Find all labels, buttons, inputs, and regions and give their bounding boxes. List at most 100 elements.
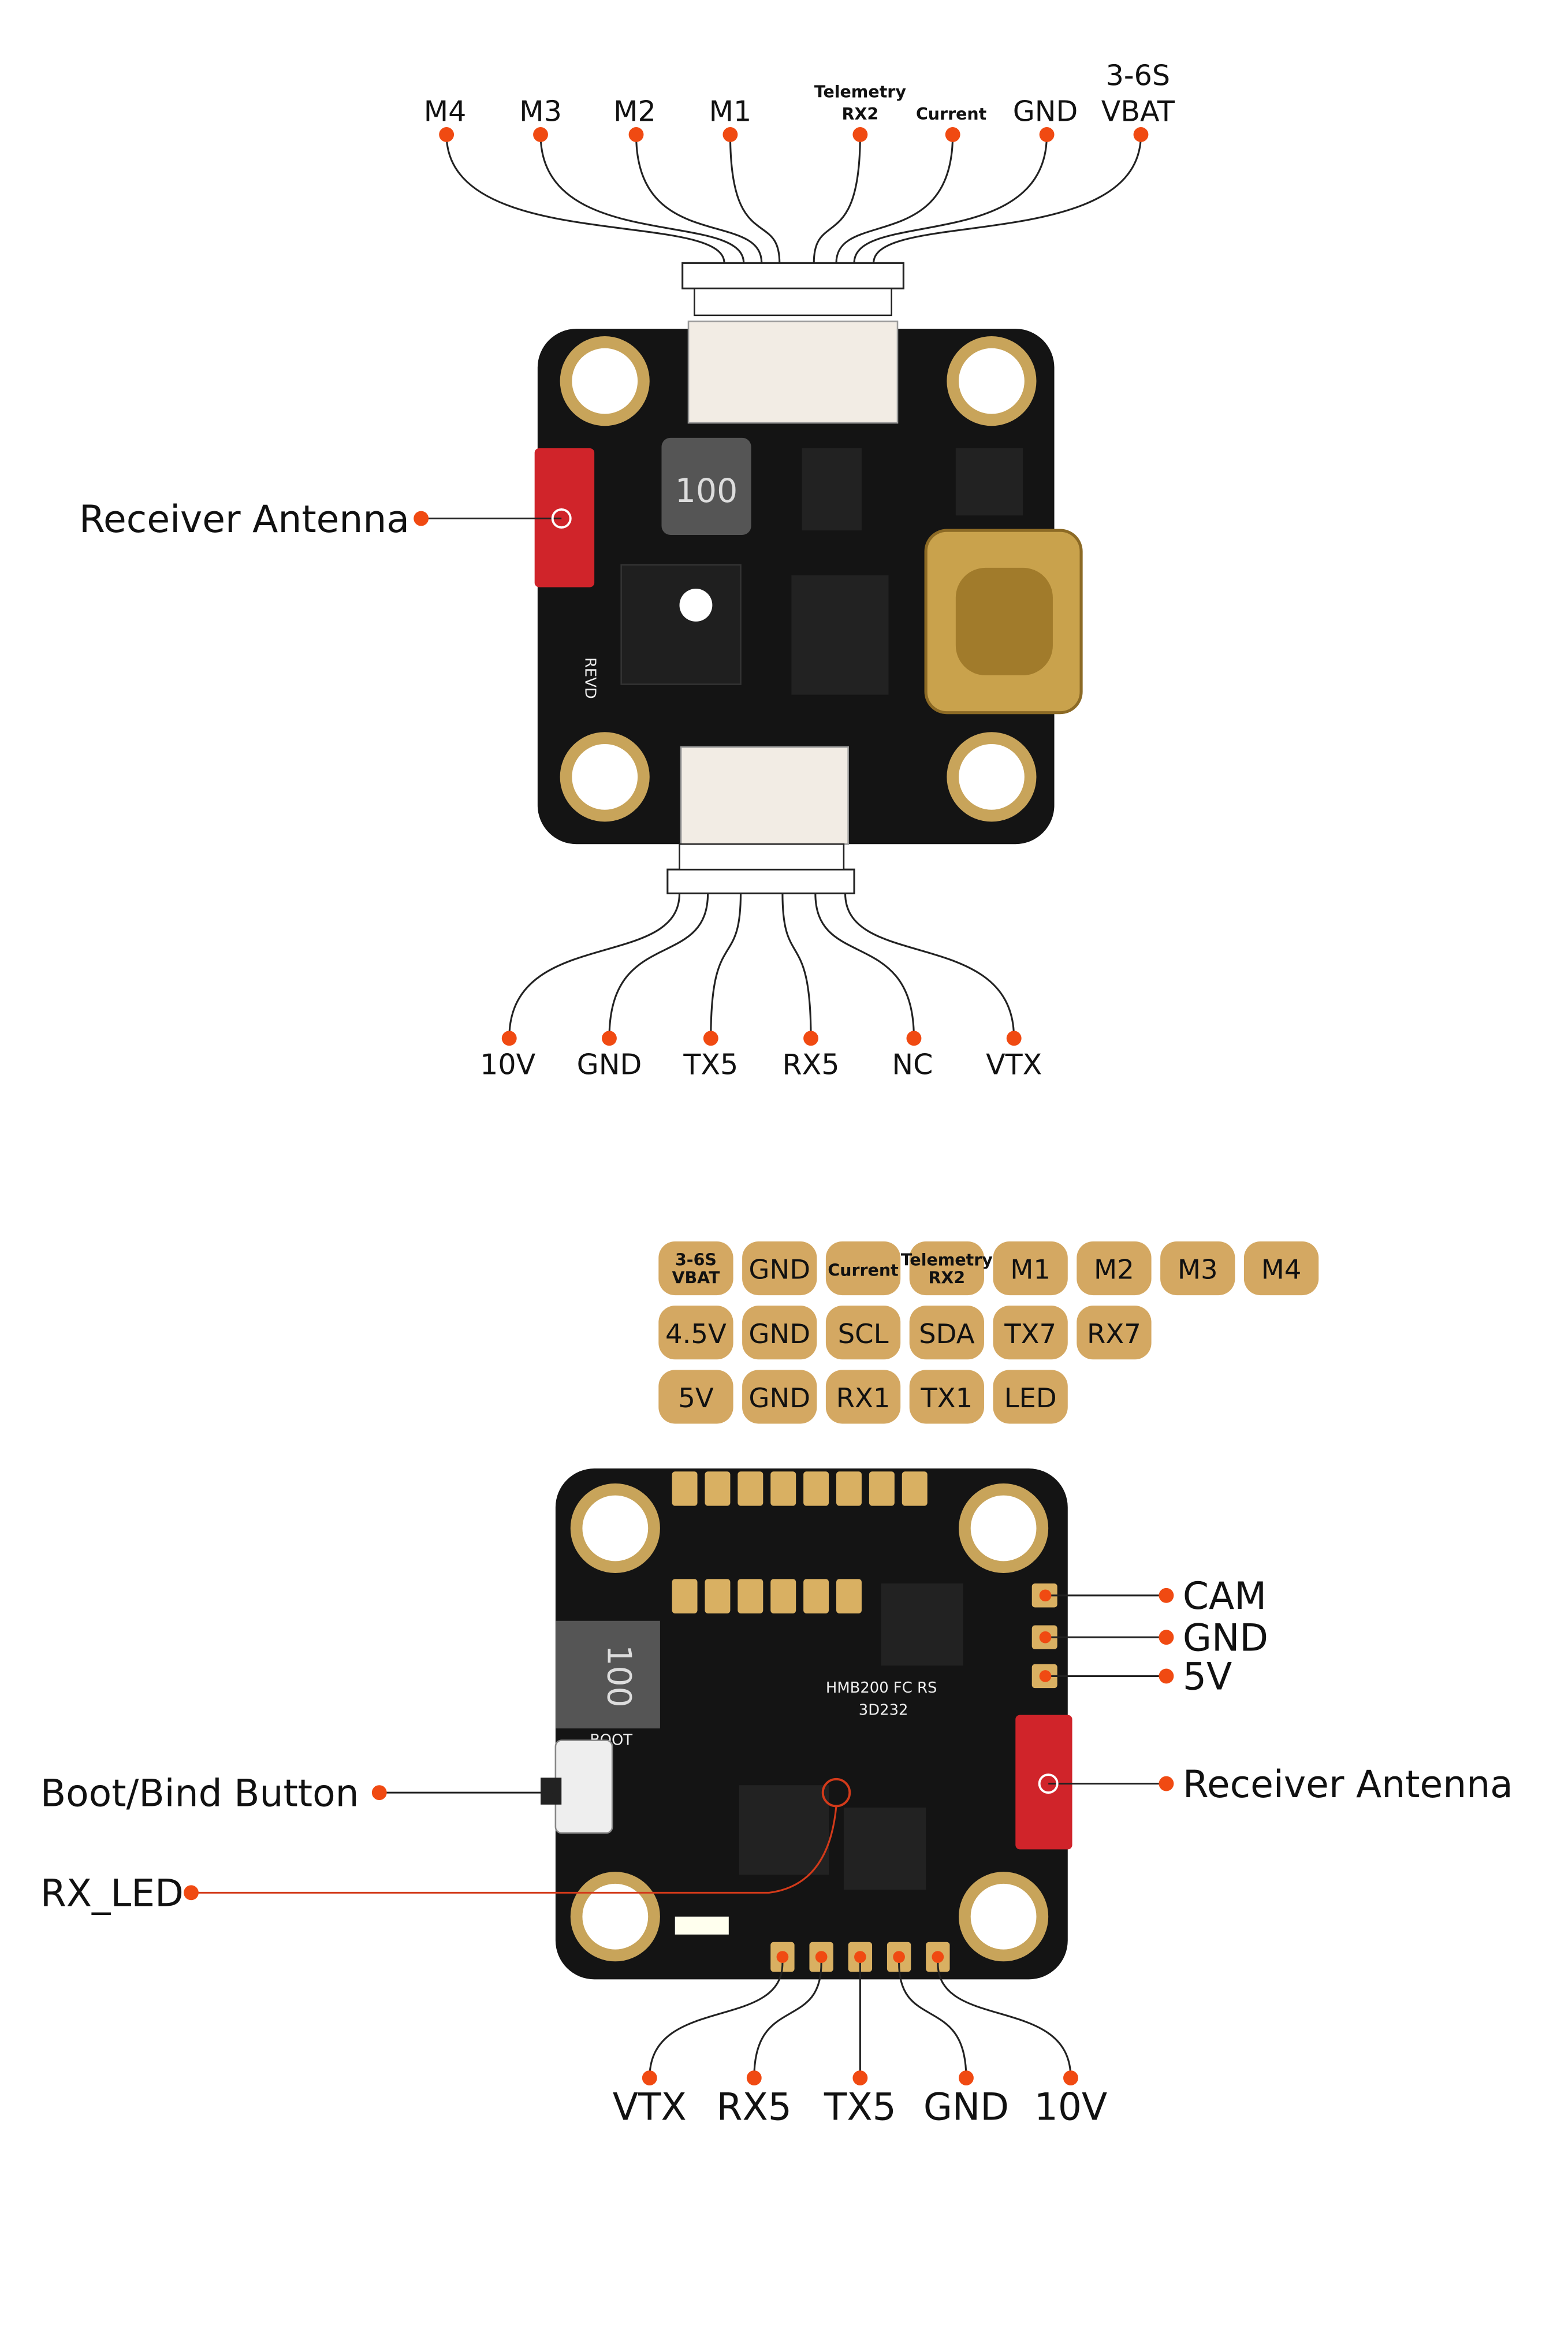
label-3-6s: 3-6S	[1106, 59, 1170, 92]
left-callouts: Boot/Bind Button RX_LED	[40, 1772, 837, 1916]
label-vbat: VBAT	[1101, 95, 1175, 128]
top-view: M4 M3 M2 M1 Telemetry RX2 Current GND 3-…	[79, 59, 1175, 1081]
pad-legend-item: SDA	[909, 1306, 984, 1360]
pin-dot	[945, 127, 960, 142]
pad-label: M4	[1261, 1254, 1302, 1285]
pin-dot	[703, 1031, 718, 1046]
board-solder-pads	[672, 1471, 1057, 1689]
label-gnd-right: GND	[1183, 1616, 1268, 1660]
pin-dot	[803, 1031, 818, 1046]
pad-label: LED	[1004, 1382, 1057, 1414]
mounting-holes	[560, 336, 1037, 822]
bottom-callouts	[642, 1942, 1078, 2085]
inductor-marking: 100	[675, 472, 738, 510]
pin-dot	[1063, 2070, 1078, 2085]
pad-label: 4.5V	[665, 1318, 727, 1349]
pin-dot	[1006, 1031, 1022, 1046]
pad-label: 5V	[678, 1382, 714, 1414]
pad-legend-item: Current	[825, 1241, 901, 1296]
label-rx2: RX2	[842, 105, 879, 124]
pad-legend-item: SCL	[825, 1306, 901, 1360]
wire	[608, 893, 709, 1039]
label-telemetry: Telemetry	[814, 82, 906, 101]
pin-dot	[852, 127, 868, 142]
label-tx5-bottom: TX5	[824, 2085, 896, 2129]
label-receiver-antenna-bottom: Receiver Antenna	[1183, 1763, 1513, 1806]
label-rx5: RX5	[783, 1047, 840, 1081]
wire	[781, 893, 812, 1039]
pad-label: M2	[1094, 1254, 1134, 1285]
inductor-marking-bottom: 100	[599, 1645, 638, 1708]
label-gnd-bottom: GND	[577, 1047, 642, 1081]
label-rx-led: RX_LED	[40, 1872, 184, 1916]
inductor-bottom	[555, 1620, 660, 1728]
pad-label: GND	[748, 1318, 810, 1349]
wire	[813, 134, 861, 263]
wire	[814, 893, 915, 1039]
pin-dot	[439, 127, 455, 142]
pad-legend-item: M2	[1077, 1241, 1152, 1296]
pin-dot	[959, 2070, 974, 2085]
bottom-wires	[501, 893, 1022, 1046]
pad-label: VBAT	[672, 1268, 720, 1287]
pad-legend-item: 5V	[658, 1370, 733, 1424]
top-wires	[439, 127, 1149, 263]
wire	[835, 134, 954, 263]
top-connector-plug	[681, 262, 904, 289]
pad-legend-item: M1	[993, 1241, 1068, 1296]
rev-marking: REVD	[582, 657, 599, 699]
status-leds	[675, 1916, 729, 1935]
wire	[937, 1962, 1072, 2078]
wire	[539, 134, 745, 263]
bottom-view: 100 HMB200 FC RS 3D232 BOOT CAM GND 5V R…	[40, 1468, 1513, 2129]
wire	[898, 1962, 967, 2078]
pad-label: Current	[828, 1261, 898, 1280]
pin-dot	[1039, 127, 1055, 142]
wire	[635, 134, 763, 263]
pad-legend-item: TX1	[909, 1370, 984, 1424]
pad-legend-item: M3	[1160, 1241, 1235, 1296]
wire	[853, 134, 1048, 263]
pad-legend-item: LED	[993, 1370, 1068, 1424]
pad-label: TX7	[1004, 1318, 1056, 1349]
pad-label: Telemetry	[901, 1250, 993, 1269]
pin-dot	[533, 127, 548, 142]
pad-label: SDA	[919, 1318, 975, 1349]
pad-label: GND	[748, 1254, 810, 1285]
pin-dot	[906, 1031, 922, 1046]
label-m3: M3	[519, 95, 562, 128]
pad-legend-item: TX7	[993, 1306, 1068, 1360]
label-current: Current	[916, 105, 986, 124]
mcu-chip	[620, 564, 742, 685]
label-5v-right: 5V	[1183, 1656, 1232, 1699]
pad-label: M3	[1178, 1254, 1218, 1285]
pad-legend-item: M4	[1243, 1241, 1319, 1296]
wire	[649, 1962, 784, 2078]
pad-legend-item: RX7	[1077, 1306, 1152, 1360]
pad-label: RX7	[1087, 1318, 1141, 1349]
wire	[508, 893, 681, 1039]
label-10v: 10V	[480, 1047, 535, 1081]
label-m1: M1	[709, 95, 752, 128]
label-gnd: GND	[1013, 95, 1078, 128]
pad-label: M1	[1010, 1254, 1051, 1285]
pin-dot	[501, 1031, 517, 1046]
wire	[445, 134, 725, 263]
pad-label: TX1	[920, 1382, 973, 1414]
mounting-holes-bottom	[570, 1483, 1049, 1962]
pad-legend-item: 4.5V	[658, 1306, 733, 1360]
wire	[873, 134, 1142, 263]
boot-bind-button[interactable]	[554, 1739, 613, 1834]
wire	[710, 893, 742, 1039]
label-receiver-antenna-top: Receiver Antenna	[79, 498, 409, 541]
label-cam: CAM	[1183, 1575, 1267, 1618]
pad-label: 3-6S	[675, 1250, 717, 1269]
wire	[729, 134, 781, 263]
label-tx5: TX5	[683, 1047, 738, 1081]
receiver-chip	[739, 1785, 829, 1875]
label-boot-bind-button: Boot/Bind Button	[40, 1772, 359, 1815]
